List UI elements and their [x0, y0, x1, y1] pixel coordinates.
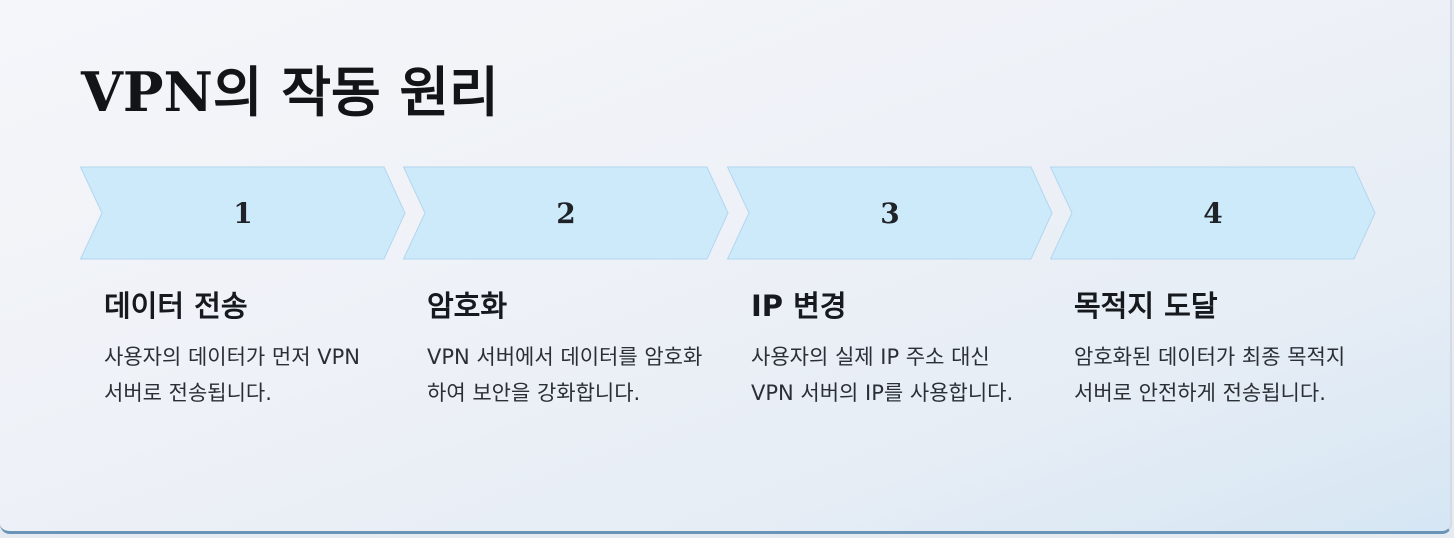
step-2: 2 암호화 VPN 서버에서 데이터를 암호화하여 보안을 강화합니다. — [403, 166, 729, 411]
step-1-description: 사용자의 데이터가 먼저 VPN 서버로 전송됩니다. — [104, 345, 360, 405]
chevron-shape-1 — [80, 166, 406, 260]
step-3: 3 IP 변경 사용자의 실제 IP 주소 대신 VPN 서버의 IP를 사용합… — [727, 166, 1053, 411]
step-3-title: IP 변경 — [751, 289, 847, 323]
step-1-number: 1 — [233, 196, 253, 230]
step-1-chevron: 1 — [80, 166, 406, 260]
step-4-description: 암호화된 데이터가 최종 목적지 서버로 안전하게 전송됩니다. — [1074, 345, 1346, 405]
step-2-chevron: 2 — [403, 166, 729, 260]
chevron-shape-4 — [1050, 166, 1376, 260]
step-4-chevron: 4 — [1050, 166, 1376, 260]
step-2-title: 암호화 — [427, 289, 508, 323]
step-2-description: VPN 서버에서 데이터를 암호화하여 보안을 강화합니다. — [427, 345, 703, 405]
step-4-title: 목적지 도달 — [1074, 289, 1218, 323]
chevron-shape-2 — [403, 166, 729, 260]
step-3-number: 3 — [880, 196, 900, 230]
step-1-title: 데이터 전송 — [104, 289, 248, 323]
step-4: 4 목적지 도달 암호화된 데이터가 최종 목적지 서버로 안전하게 전송됩니다… — [1050, 166, 1376, 411]
step-4-number: 4 — [1203, 196, 1223, 230]
step-1: 1 데이터 전송 사용자의 데이터가 먼저 VPN 서버로 전송됩니다. — [80, 166, 406, 411]
step-2-number: 2 — [556, 196, 576, 230]
chevron-shape-3 — [727, 166, 1053, 260]
page-title: VPN의 작동 원리 — [81, 60, 499, 124]
step-3-description: 사용자의 실제 IP 주소 대신 VPN 서버의 IP를 사용합니다. — [751, 345, 1014, 405]
step-3-chevron: 3 — [727, 166, 1053, 260]
